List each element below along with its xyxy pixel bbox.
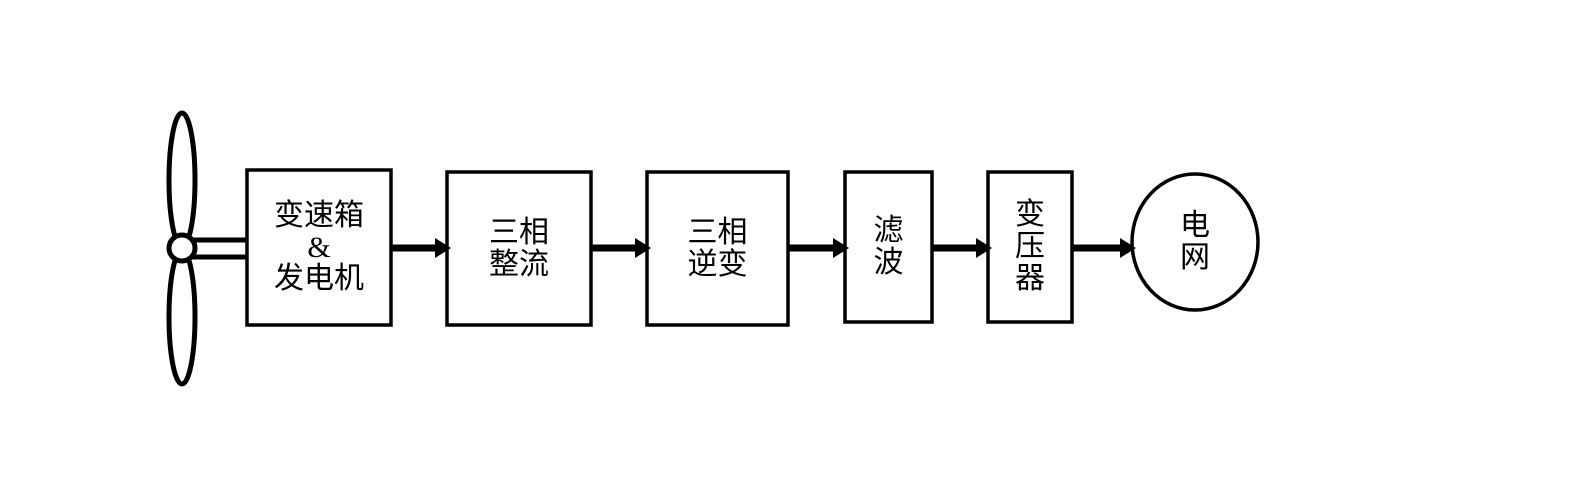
arrow-filter-to-transformer — [932, 238, 992, 258]
turbine-hub-icon — [166, 232, 198, 264]
filter-box[interactable] — [843, 170, 934, 324]
arrow-gearbox-to-rectifier — [391, 238, 451, 258]
arrow-inverter-to-filter — [788, 238, 849, 258]
power-grid-circle[interactable] — [1130, 172, 1260, 312]
turbine-blade-top-icon — [166, 110, 198, 250]
three-phase-inverter-box[interactable] — [645, 170, 790, 327]
transformer-box[interactable] — [986, 170, 1074, 324]
wind-turbine[interactable] — [166, 110, 253, 387]
turbine-shaft — [187, 237, 253, 260]
gearbox-and-generator-box[interactable] — [245, 168, 393, 327]
three-phase-rectifier-box[interactable] — [445, 170, 593, 327]
arrow-transformer-to-grid — [1072, 238, 1136, 258]
turbine-blade-bottom-icon — [166, 247, 198, 387]
arrow-rectifier-to-inverter — [591, 238, 651, 258]
